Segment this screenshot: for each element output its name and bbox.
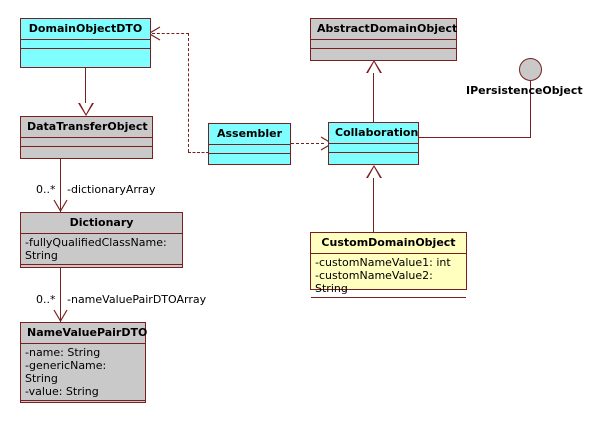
class-box-dictionary[interactable]: Dictionary -fullyQualifiedClassName: Str… <box>20 212 183 268</box>
class-operations-custom-domain-object <box>311 298 466 307</box>
multiplicity-label-namevaluepair: 0..* <box>36 293 56 306</box>
class-box-abstract-domain-object[interactable]: AbstractDomainObject <box>310 18 457 61</box>
class-box-assembler[interactable]: Assembler <box>208 123 291 165</box>
interface-label-ipersistenceobject: IPersistenceObject <box>466 84 583 97</box>
edge-assembler-dto-dash-horizontal-upper <box>152 33 189 34</box>
multiplicity-label-dictionary: 0..* <box>36 183 56 196</box>
class-box-custom-domain-object[interactable]: CustomDomainObject -customNameValue1: in… <box>310 232 467 298</box>
edge-assembler-collaboration-dash <box>291 143 324 144</box>
class-attributes-custom-domain-object: -customNameValue1: int -customNameValue2… <box>311 254 466 298</box>
class-title-collaboration: Collaboration <box>329 123 418 144</box>
edge-assembler-dto-dash-vertical <box>188 33 189 152</box>
generalization-arrow-abstractdomainobject <box>366 60 382 73</box>
class-attributes-dictionary: -fullyQualifiedClassName: String <box>21 234 182 265</box>
generalization-arrow-domainobjectdto <box>78 103 94 116</box>
class-title-custom-domain-object: CustomDomainObject <box>311 233 466 254</box>
edge-collaboration-generalization-line <box>373 72 374 122</box>
edge-dictionary-nvp-line <box>60 267 61 322</box>
role-label-dictionary-array: -dictionaryArray <box>67 183 156 196</box>
class-attributes-collaboration <box>329 144 418 153</box>
generalization-arrow-collaboration <box>366 165 382 178</box>
attribute-row: -fullyQualifiedClassName: String <box>25 236 167 262</box>
association-arrowhead-dictionary <box>53 199 68 213</box>
class-title-data-transfer-object: DataTransferObject <box>21 117 152 138</box>
class-box-domain-object-dto[interactable]: DomainObjectDTO <box>20 18 151 68</box>
class-attributes-domain-object-dto <box>21 40 150 49</box>
edge-dto-dictionary-line <box>60 158 61 212</box>
class-title-domain-object-dto: DomainObjectDTO <box>21 19 150 40</box>
class-operations-domain-object-dto <box>21 49 150 58</box>
edge-collaboration-ipersistence-vertical <box>530 81 531 138</box>
class-title-assembler: Assembler <box>209 124 290 145</box>
edge-assembler-dto-dash-horizontal-lower <box>188 152 209 153</box>
class-operations-dictionary <box>21 265 182 274</box>
attribute-row: -customNameValue2: String <box>315 269 433 295</box>
interface-lollipop-ipersistenceobject[interactable] <box>519 58 542 81</box>
class-box-collaboration[interactable]: Collaboration <box>328 122 419 165</box>
class-box-data-transfer-object[interactable]: DataTransferObject <box>20 116 153 159</box>
class-attributes-abstract-domain-object <box>311 40 456 49</box>
class-title-abstract-domain-object: AbstractDomainObject <box>311 19 457 40</box>
class-operations-assembler <box>209 154 290 163</box>
association-arrowhead-namevaluepairdto <box>53 309 68 323</box>
role-label-namevaluepairdto-array: -nameValuePairDTOArray <box>67 293 207 306</box>
class-attributes-name-value-pair-dto: -name: String -genericName: String -valu… <box>21 344 145 401</box>
class-operations-abstract-domain-object <box>311 49 456 58</box>
attribute-row: -genericName: String <box>25 359 107 385</box>
attribute-row: -customNameValue1: int <box>315 256 451 269</box>
edge-custom-generalization-line <box>373 178 374 232</box>
class-operations-name-value-pair-dto <box>21 401 145 410</box>
class-attributes-data-transfer-object <box>21 138 152 147</box>
edge-dto-generalization-line <box>85 68 86 104</box>
class-box-name-value-pair-dto[interactable]: NameValuePairDTO -name: String -genericN… <box>20 322 147 403</box>
class-title-name-value-pair-dto: NameValuePairDTO <box>21 323 147 344</box>
edge-collaboration-ipersistence-horizontal <box>418 137 531 138</box>
attribute-row: -value: String <box>25 385 99 398</box>
class-attributes-assembler <box>209 145 290 154</box>
class-operations-collaboration <box>329 153 418 162</box>
class-operations-data-transfer-object <box>21 147 152 156</box>
attribute-row: -name: String <box>25 346 101 359</box>
class-title-dictionary: Dictionary <box>21 213 182 234</box>
